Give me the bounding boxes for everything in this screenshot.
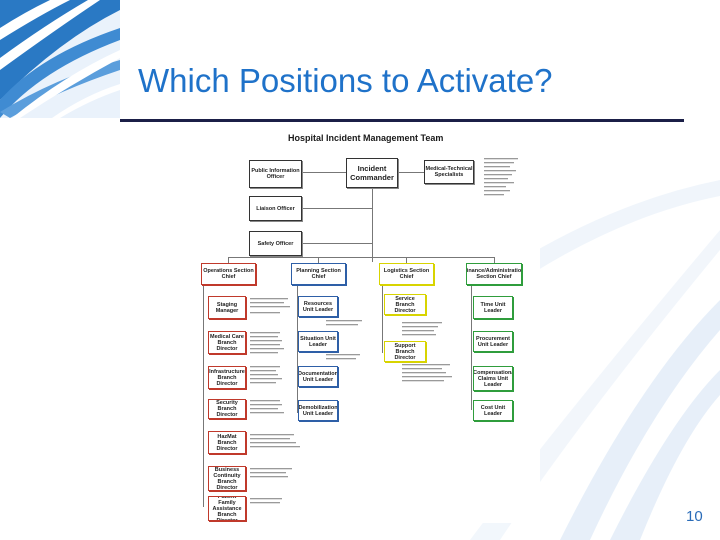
incident-commander-box: Incident Commander (346, 158, 398, 188)
ops-branch-box: Patient Family Assistance Branch Directo… (208, 496, 246, 521)
safety-officer-box: Safety Officer (249, 231, 302, 256)
ops-branch-box: Staging Manager (208, 296, 246, 319)
org-chart-title: Hospital Incident Management Team (288, 133, 444, 143)
liaison-officer-box: Liaison Officer (249, 196, 302, 221)
org-chart-panel (195, 128, 540, 523)
connector-line (297, 285, 298, 413)
title-underline (120, 119, 684, 122)
connector-line (471, 285, 472, 410)
ops-branch-box: Infrastructure Branch Director (208, 366, 246, 389)
connector-line (203, 285, 204, 507)
page-number: 10 (686, 508, 703, 525)
operations-section-chief-box: Operations Section Chief (201, 263, 256, 285)
planning-unit-box: Situation Unit Leader (298, 331, 338, 352)
finance-unit-box: Time Unit Leader (473, 296, 513, 319)
logistics-branch-box: Service Branch Director (384, 294, 426, 315)
logistics-branch-box: Support Branch Director (384, 341, 426, 362)
planning-unit-box: Demobilization Unit Leader (298, 400, 338, 421)
finance-unit-box: Procurement Unit Leader (473, 331, 513, 352)
planning-unit-box: Resources Unit Leader (298, 296, 338, 317)
ops-branch-box: HazMat Branch Director (208, 431, 246, 454)
connector-line (382, 285, 383, 353)
ops-branch-box: Medical Care Branch Director (208, 331, 246, 354)
connector-line (302, 172, 346, 173)
connector-line (228, 257, 494, 258)
medical-technical-specialists-box: Medical-Technical Specialists (424, 160, 474, 184)
connector-line (494, 257, 495, 263)
finance-unit-box: Compensation/ Claims Unit Leader (473, 366, 513, 391)
illegible-subunit-text-marks (250, 158, 518, 504)
planning-section-chief-box: Planning Section Chief (291, 263, 346, 285)
connector-line (302, 243, 372, 244)
ops-branch-box: Security Branch Director (208, 399, 246, 419)
finance-unit-box: Cost Unit Leader (473, 400, 513, 421)
planning-unit-box: Documentation Unit Leader (298, 366, 338, 387)
connector-line (318, 257, 319, 263)
connector-line (398, 172, 424, 173)
public-information-officer-box: Public Information Officer (249, 160, 302, 188)
connector-line (228, 257, 229, 263)
slide-title: Which Positions to Activate? (138, 62, 553, 99)
connector-line (302, 208, 372, 209)
connector-line (406, 257, 407, 263)
finance-administration-section-chief-box: Finance/Administration Section Chief (466, 263, 522, 285)
connector-line (372, 186, 373, 262)
ops-branch-box: Business Continuity Branch Director (208, 466, 246, 491)
top-left-swoosh-graphic (0, 0, 120, 118)
logistics-section-chief-box: Logistics Section Chief (379, 263, 434, 285)
